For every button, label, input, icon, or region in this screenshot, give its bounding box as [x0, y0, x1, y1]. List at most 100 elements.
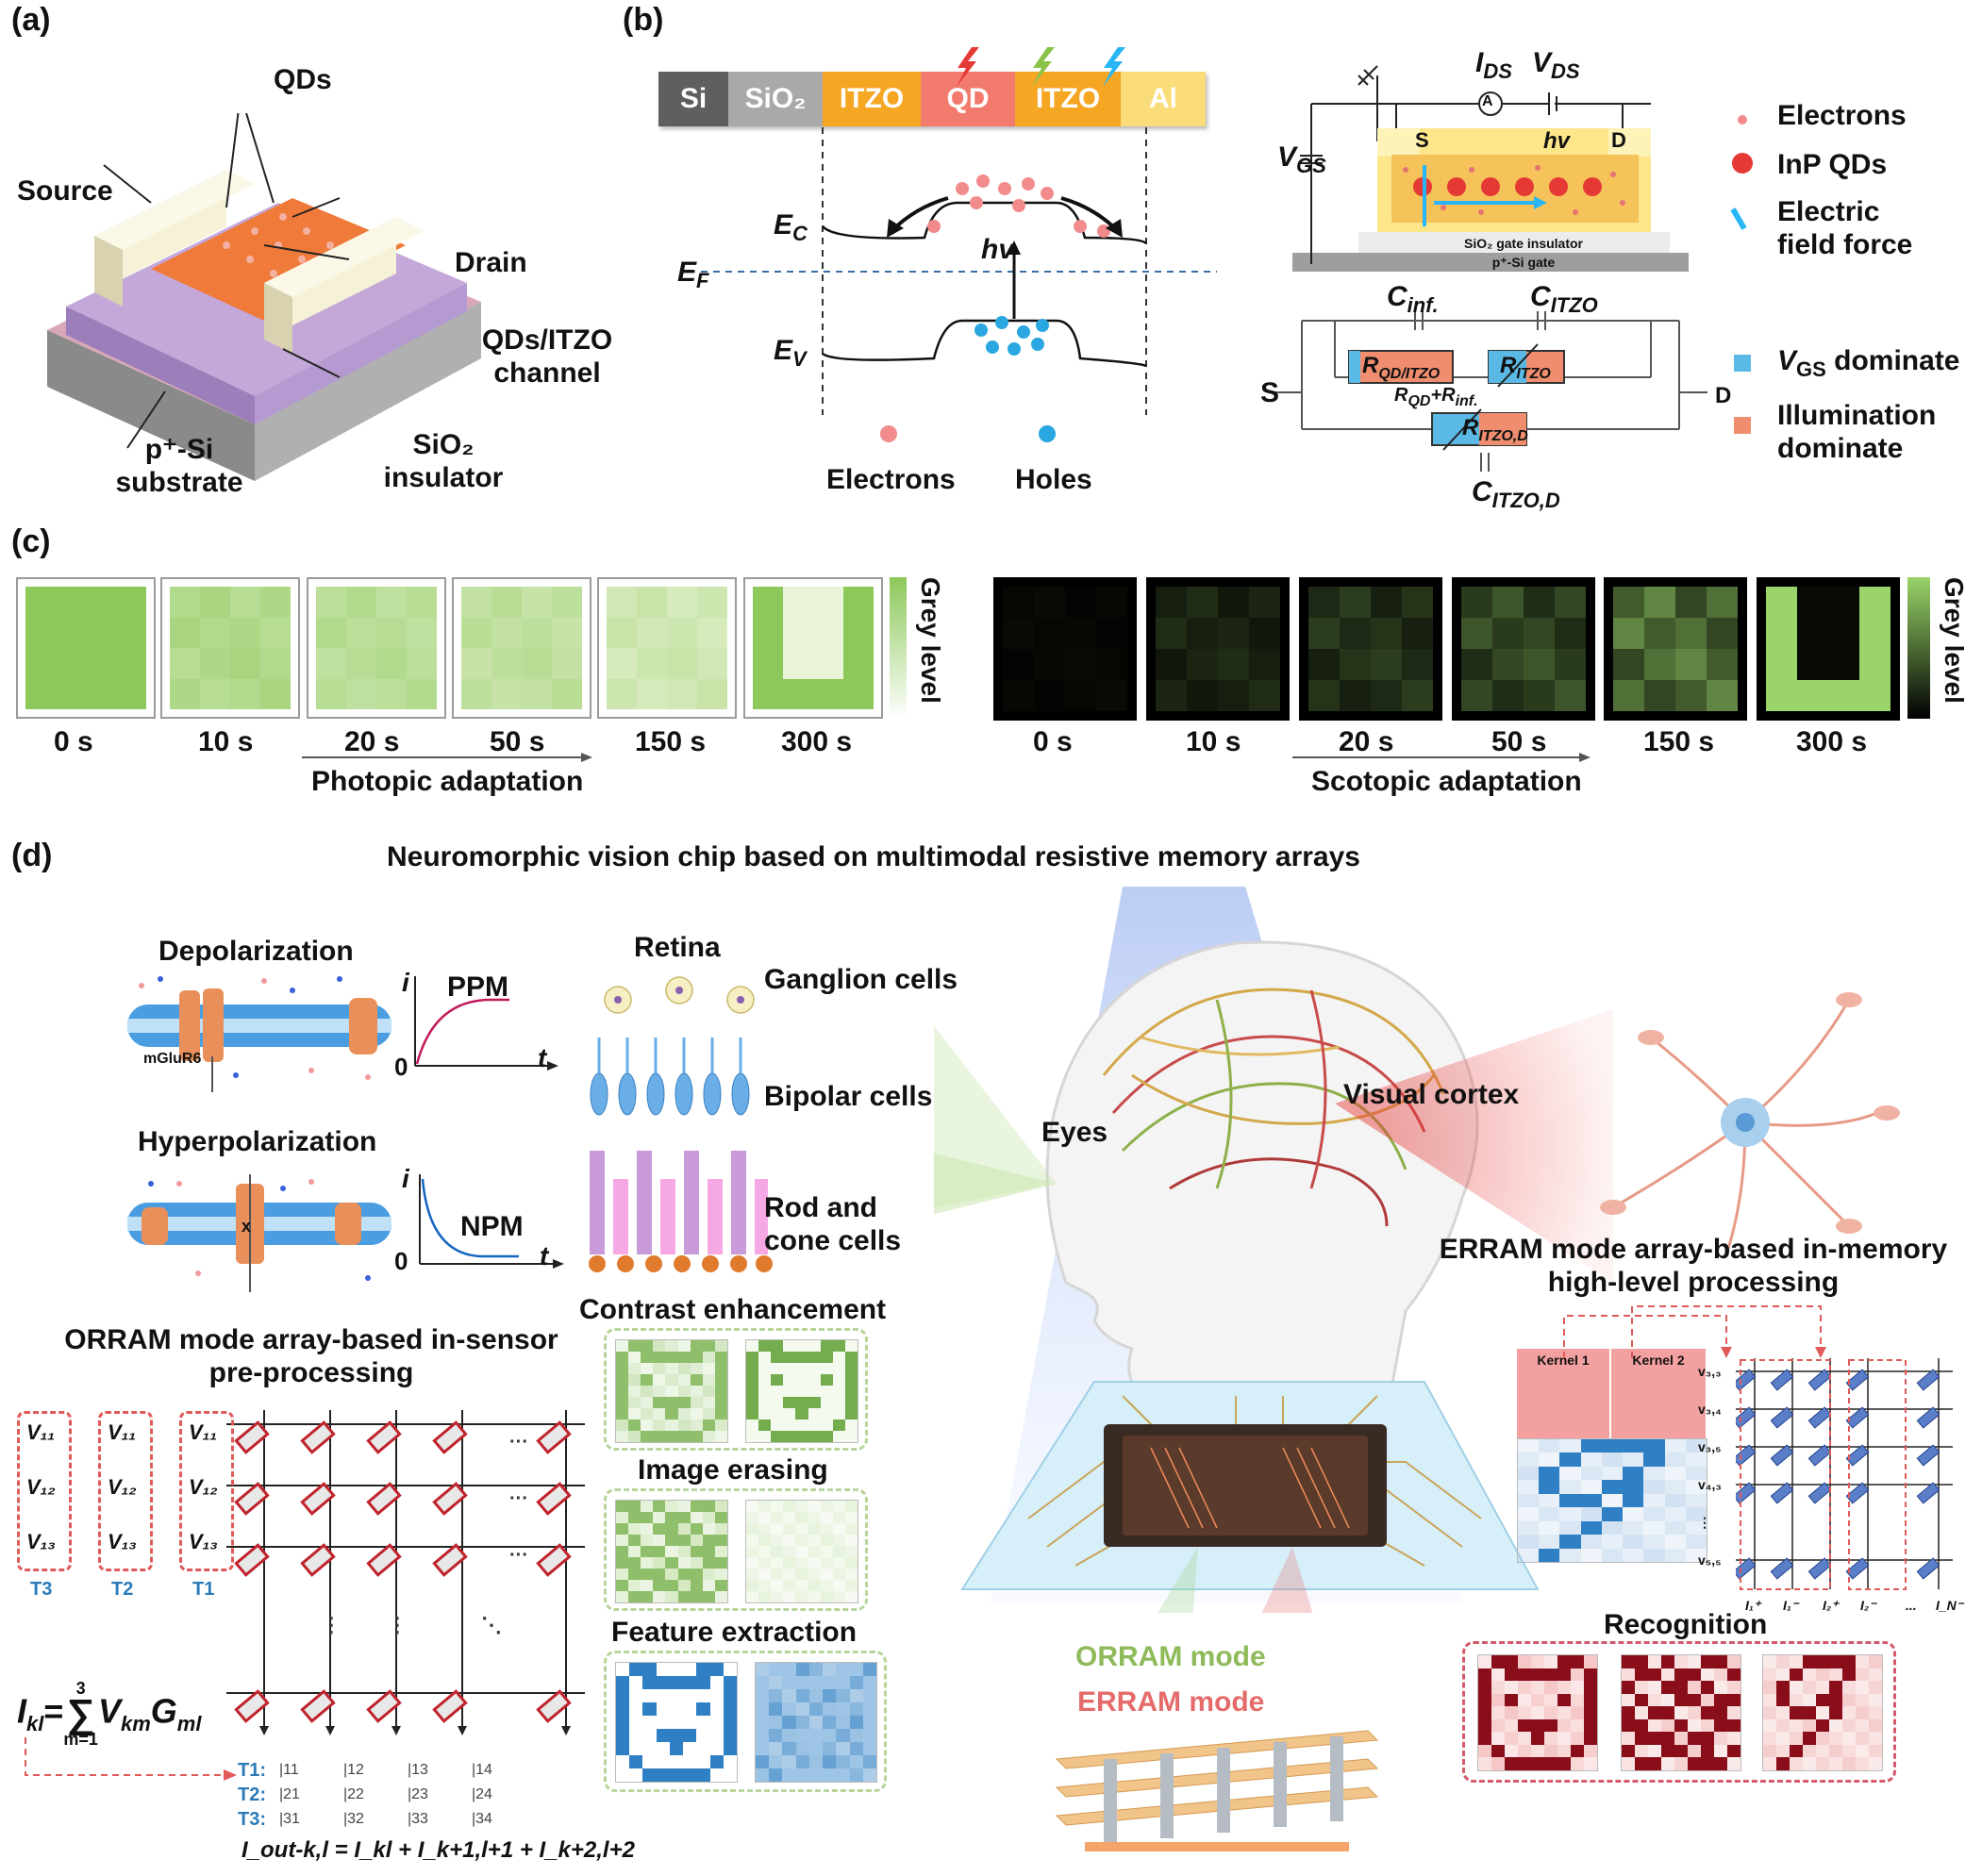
grey-level-bar-dark: [1907, 577, 1930, 719]
label-citzod: CITZO,D: [1472, 476, 1560, 513]
erram-crossbar-array: [1736, 1358, 1953, 1590]
grey-level-label-1: Grey level: [916, 577, 945, 704]
key-field: Electric field force: [1777, 196, 1912, 261]
memristor-cell-icon: [234, 1689, 270, 1723]
label-cinf: Cinf.: [1387, 281, 1439, 318]
feature-image-1: [615, 1662, 738, 1783]
cinf-sub: inf.: [1407, 293, 1439, 317]
output-cell: |31: [279, 1811, 300, 1827]
array-ellipsis: ⋮: [387, 1613, 408, 1636]
array-ellipsis: ···: [509, 1545, 528, 1566]
label-insulator-line1: SiO₂: [412, 429, 475, 460]
erram-cell-icon: [1845, 1444, 1870, 1467]
voltage-label: V₁₁: [189, 1420, 218, 1444]
erram-col-label: I₁⁻: [1783, 1598, 1799, 1613]
rqd-letter: R: [1362, 353, 1379, 378]
transistor-circuit: [1274, 65, 1707, 472]
head-illustration: [934, 887, 1613, 1613]
photopic-tile: [160, 577, 300, 719]
rsum-2: +R: [1430, 385, 1456, 406]
lightning-red-icon: [957, 47, 979, 87]
feature-box: [604, 1651, 887, 1792]
erram-title-line1: ERRAM mode array-based in-memory: [1439, 1234, 1948, 1265]
photopic-time: 0 s: [54, 726, 93, 757]
ec-letter: E: [774, 209, 793, 241]
formula-eq: =: [43, 1691, 64, 1731]
memristor-cell-icon: [536, 1689, 572, 1723]
orram-title: ORRAM mode array-based in-sensor pre-pro…: [47, 1324, 575, 1389]
erram-cell-icon: [1916, 1369, 1940, 1391]
memristor-cell-icon: [366, 1689, 402, 1723]
erram-col-label: I₂⁺: [1823, 1598, 1839, 1613]
label-channel-line2: channel: [493, 357, 601, 389]
erram-cell-icon: [1770, 1444, 1794, 1467]
citzod-sub: ITZO,D: [1491, 489, 1560, 512]
legend-electrons: Electrons: [826, 464, 956, 495]
memristor-cell-icon: [366, 1482, 402, 1516]
photopic-time: 150 s: [635, 726, 707, 757]
recognition-image-2: [1621, 1654, 1741, 1771]
photopic-tile: [16, 577, 156, 719]
erram-col-label: ...: [1906, 1598, 1917, 1613]
panel-label-c: (c): [11, 523, 51, 559]
ev-sub: V: [792, 347, 807, 371]
membrane-hyper: [127, 1174, 391, 1292]
vgs-letter: V: [1277, 141, 1297, 173]
output-cell: |11: [279, 1762, 299, 1778]
erram-row-label: v₅,₅: [1698, 1552, 1722, 1568]
erram-row-label: v₃,₃: [1698, 1364, 1722, 1379]
erram-cell-icon: [1845, 1482, 1870, 1504]
label-hv: hv: [981, 234, 1015, 265]
scotopic-tile: [1146, 577, 1290, 721]
memristor-cell-icon: [536, 1482, 572, 1516]
lightning-blue-icon: [1103, 47, 1125, 87]
layer-qd: QD: [921, 72, 1015, 126]
formula-top: 3: [75, 1679, 86, 1698]
scotopic-time: 300 s: [1796, 726, 1868, 757]
erram-title: ERRAM mode array-based in-memory high-le…: [1415, 1234, 1972, 1299]
label-substrate-line2: substrate: [115, 466, 243, 498]
erram-cell-icon: [1736, 1406, 1757, 1429]
contrast-box: [604, 1328, 868, 1451]
erram-cell-icon: [1736, 1557, 1757, 1580]
array-ellipsis: ⋮: [321, 1613, 341, 1636]
formula-rhs: V: [97, 1691, 121, 1731]
photopic-time: 50 s: [490, 726, 545, 757]
memristor-cell-icon: [234, 1543, 270, 1577]
erram-cell-icon: [1916, 1482, 1940, 1504]
erram-col-label: I_N⁻: [1936, 1598, 1964, 1613]
erram-kernel1-box: [1740, 1359, 1831, 1590]
out-formula: I_out-k,l = I_kl + I_k+1,l+1 + I_k+2,l+2: [242, 1837, 635, 1863]
citzo-sub: ITZO: [1550, 293, 1598, 317]
ritzod-sub: ITZO,D: [1478, 427, 1528, 444]
formula-lhs: I: [17, 1691, 27, 1731]
grey-level-label-2: Grey level: [1940, 577, 1969, 704]
memristor-cell-icon: [300, 1543, 336, 1577]
key-electron-dot: [1738, 115, 1747, 125]
label-orram-mode: ORRAM mode: [1075, 1641, 1266, 1672]
output-cell: |22: [343, 1786, 364, 1802]
time-tag: T1: [192, 1579, 215, 1600]
voltage-label: V₁₁: [108, 1420, 137, 1444]
label-erasing: Image erasing: [638, 1454, 828, 1486]
npm-axis-i: i: [402, 1164, 409, 1193]
erram-cell-icon: [1736, 1369, 1757, 1391]
npm-curve: [419, 1174, 564, 1269]
erasing-image-1: [615, 1500, 728, 1603]
memristor-cell-icon: [432, 1482, 468, 1516]
erram-row-label: ⋮: [1698, 1515, 1711, 1530]
orram-title-line2: pre-processing: [208, 1356, 414, 1388]
memristor-cell-icon: [300, 1420, 336, 1454]
ef-sub: F: [696, 269, 709, 292]
layer-sio2: SiO₂: [728, 72, 823, 126]
key-vgs: VGS dominate: [1777, 345, 1960, 382]
photopic-tile: [743, 577, 883, 719]
time-tag: T3: [30, 1579, 53, 1600]
key-illum-line2: dominate: [1777, 432, 1904, 464]
label-recognition: Recognition: [1604, 1609, 1768, 1640]
kernel-1: Kernel 1: [1517, 1349, 1611, 1438]
output-time-label: T2:: [238, 1785, 266, 1805]
legend-holes: Holes: [1015, 464, 1092, 495]
memristor-cell-icon: [300, 1689, 336, 1723]
voltage-label: V₁₃: [26, 1530, 56, 1553]
